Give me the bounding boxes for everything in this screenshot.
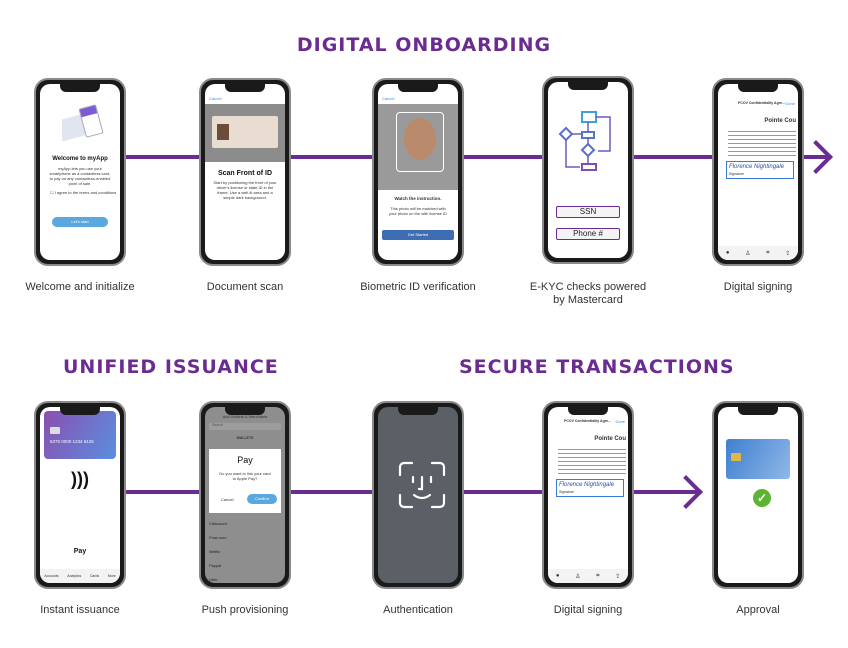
cancel-link[interactable]: Cancel (209, 96, 222, 101)
id-card-image (212, 116, 278, 148)
tab-accounts[interactable]: Accounts (44, 574, 59, 578)
arrow-right-icon (669, 475, 703, 509)
phone-digital-signing: PCOV Confidentiality Agre... Done Pointe… (712, 78, 804, 266)
step-label: Authentication (383, 604, 453, 616)
step-label: Digital signing (553, 604, 623, 616)
payment-terminal-illustration (62, 104, 106, 142)
lets-start-button[interactable]: Let's start (52, 217, 108, 227)
done-button[interactable]: Done (615, 419, 625, 424)
section-title-issuance: UNIFIED ISSUANCE (63, 356, 279, 378)
welcome-title: Welcome to myApp (52, 156, 108, 162)
person-icon[interactable]: ♙ (745, 250, 751, 257)
flow-line-row1 (120, 155, 828, 159)
step-label: Welcome and initialize (25, 281, 135, 293)
phone-digital-signing-2: PCOV Confidentiality Agre... Done Pointe… (542, 401, 634, 589)
phone-document-scan: Cancel Scan Front of ID Start by positio… (199, 78, 291, 266)
step-label: Digital signing (723, 281, 793, 293)
ssn-field: SSN (556, 206, 620, 218)
tab-cards[interactable]: Cards (89, 574, 100, 578)
step-label: Approval (736, 604, 780, 616)
search-input[interactable]: Search (209, 423, 281, 430)
phone-biometric: Cancel Watch the instruction. This photo… (372, 78, 464, 266)
terms-checkbox[interactable]: ☐ I agree to the terms and conditions (50, 190, 117, 195)
phone-ekyc: SSN Phone # (542, 76, 634, 264)
doc-text-lines (728, 128, 796, 158)
merchant-list: Cdiscount Fnac.com Netflix Paypal Uber (209, 517, 227, 583)
section-title-transactions: SECURE TRANSACTIONS (459, 356, 735, 378)
info-icon[interactable]: ● (555, 573, 560, 579)
phone-number-field: Phone # (556, 228, 620, 240)
step-label: Biometric ID verification (360, 281, 476, 293)
phone-welcome: Welcome to myApp myApp lets you use your… (34, 78, 126, 266)
card-image: 5375 0000 1234 6126 (44, 411, 116, 459)
merchant-item[interactable]: Uber (209, 577, 218, 582)
step-label: E-KYC checks powered by Mastercard (529, 281, 647, 306)
info-icon[interactable]: ● (725, 250, 730, 256)
doc-heading: Pointe Cou (594, 436, 626, 442)
chip-icon (50, 427, 60, 434)
person-icon[interactable]: ♙ (575, 573, 581, 580)
merchant-item[interactable]: Netflix (209, 549, 221, 554)
signature-label: Signature (559, 490, 574, 494)
bio-text: This photo will be matched with your pho… (388, 206, 448, 216)
face-camera (378, 104, 458, 190)
screen-header: Add Wallets & Merchants (222, 414, 268, 419)
apple-pay-dialog: Pay Do you want to link your card to App… (209, 449, 281, 513)
doc-title: PCOV Confidentiality Agre... (564, 419, 611, 423)
card-image (726, 439, 790, 479)
merchant-item[interactable]: Cdiscount (209, 521, 227, 526)
share-icon[interactable]: ⇪ (785, 250, 791, 257)
doc-heading: Pointe Cou (764, 118, 796, 124)
cancel-button[interactable]: Cancel (221, 497, 234, 502)
camera-frame (205, 104, 285, 162)
doc-title: PCOV Confidentiality Agre... (738, 101, 785, 105)
chart-icon[interactable]: ⌗ (596, 572, 600, 579)
get-started-button[interactable]: Get Started (382, 230, 454, 240)
scan-title: Scan Front of ID (217, 170, 273, 177)
tab-analytics[interactable]: Analytics (67, 574, 82, 578)
phone-push-provisioning: Add Wallets & Merchants Search WALLETS P… (199, 401, 291, 589)
chart-icon[interactable]: ⌗ (766, 249, 770, 256)
merchant-item[interactable]: Paypal (209, 563, 222, 568)
phone-instant-issuance: 5375 0000 1234 6126 ))) Pay Accounts Anal… (34, 401, 126, 589)
phone-authentication (372, 401, 464, 589)
scan-text: Start by positioning the front of your d… (213, 180, 277, 200)
dialog-text: Do you want to link your card to Apple P… (219, 471, 271, 481)
welcome-text: myApp lets you use your smartphone as a … (49, 166, 111, 186)
apple-pay-logo: Pay (209, 455, 281, 465)
section-title-onboarding: DIGITAL ONBOARDING (296, 34, 552, 56)
terms-label: I agree to the terms and conditions (54, 190, 117, 195)
pay-button[interactable]: Pay (73, 548, 87, 555)
wallets-heading: WALLETS (236, 436, 254, 440)
chip-icon (731, 453, 741, 461)
doc-text-lines (558, 446, 626, 476)
arrow-right-icon (799, 140, 833, 174)
signature-label: Signature (729, 172, 744, 176)
step-label: Document scan (206, 281, 284, 293)
apple-pay-title: Pay (237, 455, 253, 465)
step-label: Instant issuance (40, 604, 120, 616)
done-button[interactable]: Done (785, 101, 795, 106)
contactless-icon: ))) (71, 469, 89, 489)
face-id-icon (398, 461, 446, 509)
card-number: 5375 0000 1234 6126 (50, 439, 94, 444)
signature-text: Florence Nightingale (559, 482, 615, 488)
cancel-link[interactable]: Cancel (382, 96, 395, 101)
checkmark-icon: ✓ (753, 489, 771, 507)
bio-title: Watch the instruction. (394, 196, 442, 201)
phone-approval: ✓ (712, 401, 804, 589)
share-icon[interactable]: ⇪ (615, 573, 621, 580)
tab-bar: ● ♙ ⌗ ⇪ (718, 246, 798, 260)
merchant-item[interactable]: Fnac.com (209, 535, 227, 540)
tab-bar: Accounts Analytics Cards More (40, 569, 120, 583)
tab-more[interactable]: More (107, 574, 116, 578)
confirm-button[interactable]: Confirm (247, 494, 277, 504)
signature-text: Florence Nightingale (729, 164, 785, 170)
flowchart-icon (558, 111, 611, 171)
tab-bar: ● ♙ ⌗ ⇪ (548, 569, 628, 583)
step-label: Push provisioning (201, 604, 289, 616)
